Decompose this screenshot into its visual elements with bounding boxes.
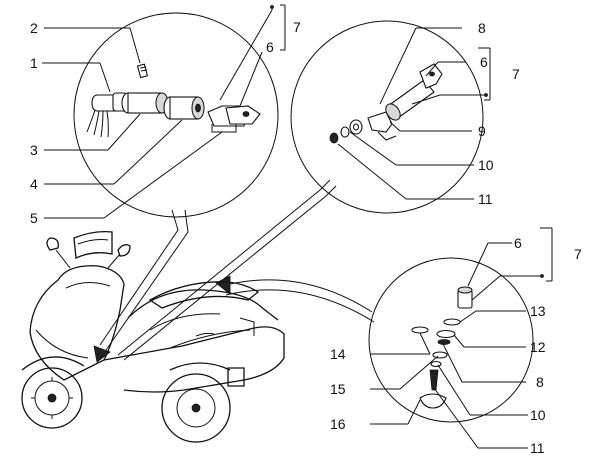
detail-circle-ignition-switch — [42, 4, 286, 363]
callout-labels-circle-3: 6 7 13 12 14 15 8 10 16 11 — [330, 235, 582, 456]
callout-7b: 7 — [512, 66, 520, 82]
callout-13: 13 — [530, 303, 546, 319]
callout-4: 4 — [30, 176, 38, 192]
callout-labels-circle-2: 8 6 7 9 10 11 — [478, 20, 520, 207]
fuel-lock-stack-part — [411, 286, 473, 409]
callout-5: 5 — [30, 210, 38, 226]
seat-lock-part — [367, 63, 443, 141]
pin-part — [136, 63, 149, 79]
callout-12: 12 — [530, 339, 546, 355]
callout-16: 16 — [330, 416, 346, 432]
callout-10c: 10 — [530, 407, 546, 423]
callout-1: 1 — [30, 55, 38, 71]
callout-labels-circle-1: 1 2 3 4 5 6 7 — [30, 19, 301, 226]
detail-circle-fuel-lock — [215, 227, 553, 449]
callout-3: 3 — [30, 142, 38, 158]
harness-connector-part — [86, 92, 128, 138]
callout-9: 9 — [478, 123, 486, 139]
callout-7c: 7 — [574, 246, 582, 262]
callout-2: 2 — [30, 20, 38, 36]
callout-14: 14 — [330, 346, 346, 362]
callout-6: 6 — [266, 39, 274, 55]
lock-sleeve-part — [163, 96, 205, 120]
scooter-illustration — [21, 230, 285, 443]
callout-11c: 11 — [530, 440, 545, 456]
lock-cylinder-part — [121, 92, 169, 114]
callout-6b: 6 — [480, 54, 488, 70]
callout-15: 15 — [330, 381, 346, 397]
callout-7: 7 — [293, 19, 301, 35]
detail-circle-seat-lock — [117, 20, 491, 361]
callout-6c: 6 — [514, 235, 522, 251]
washer-and-screw-part — [329, 119, 363, 144]
callout-10: 10 — [478, 157, 494, 173]
callout-8c: 8 — [536, 374, 544, 390]
callout-8: 8 — [478, 20, 486, 36]
key-and-cap-part — [207, 105, 261, 133]
callout-11: 11 — [478, 191, 493, 207]
